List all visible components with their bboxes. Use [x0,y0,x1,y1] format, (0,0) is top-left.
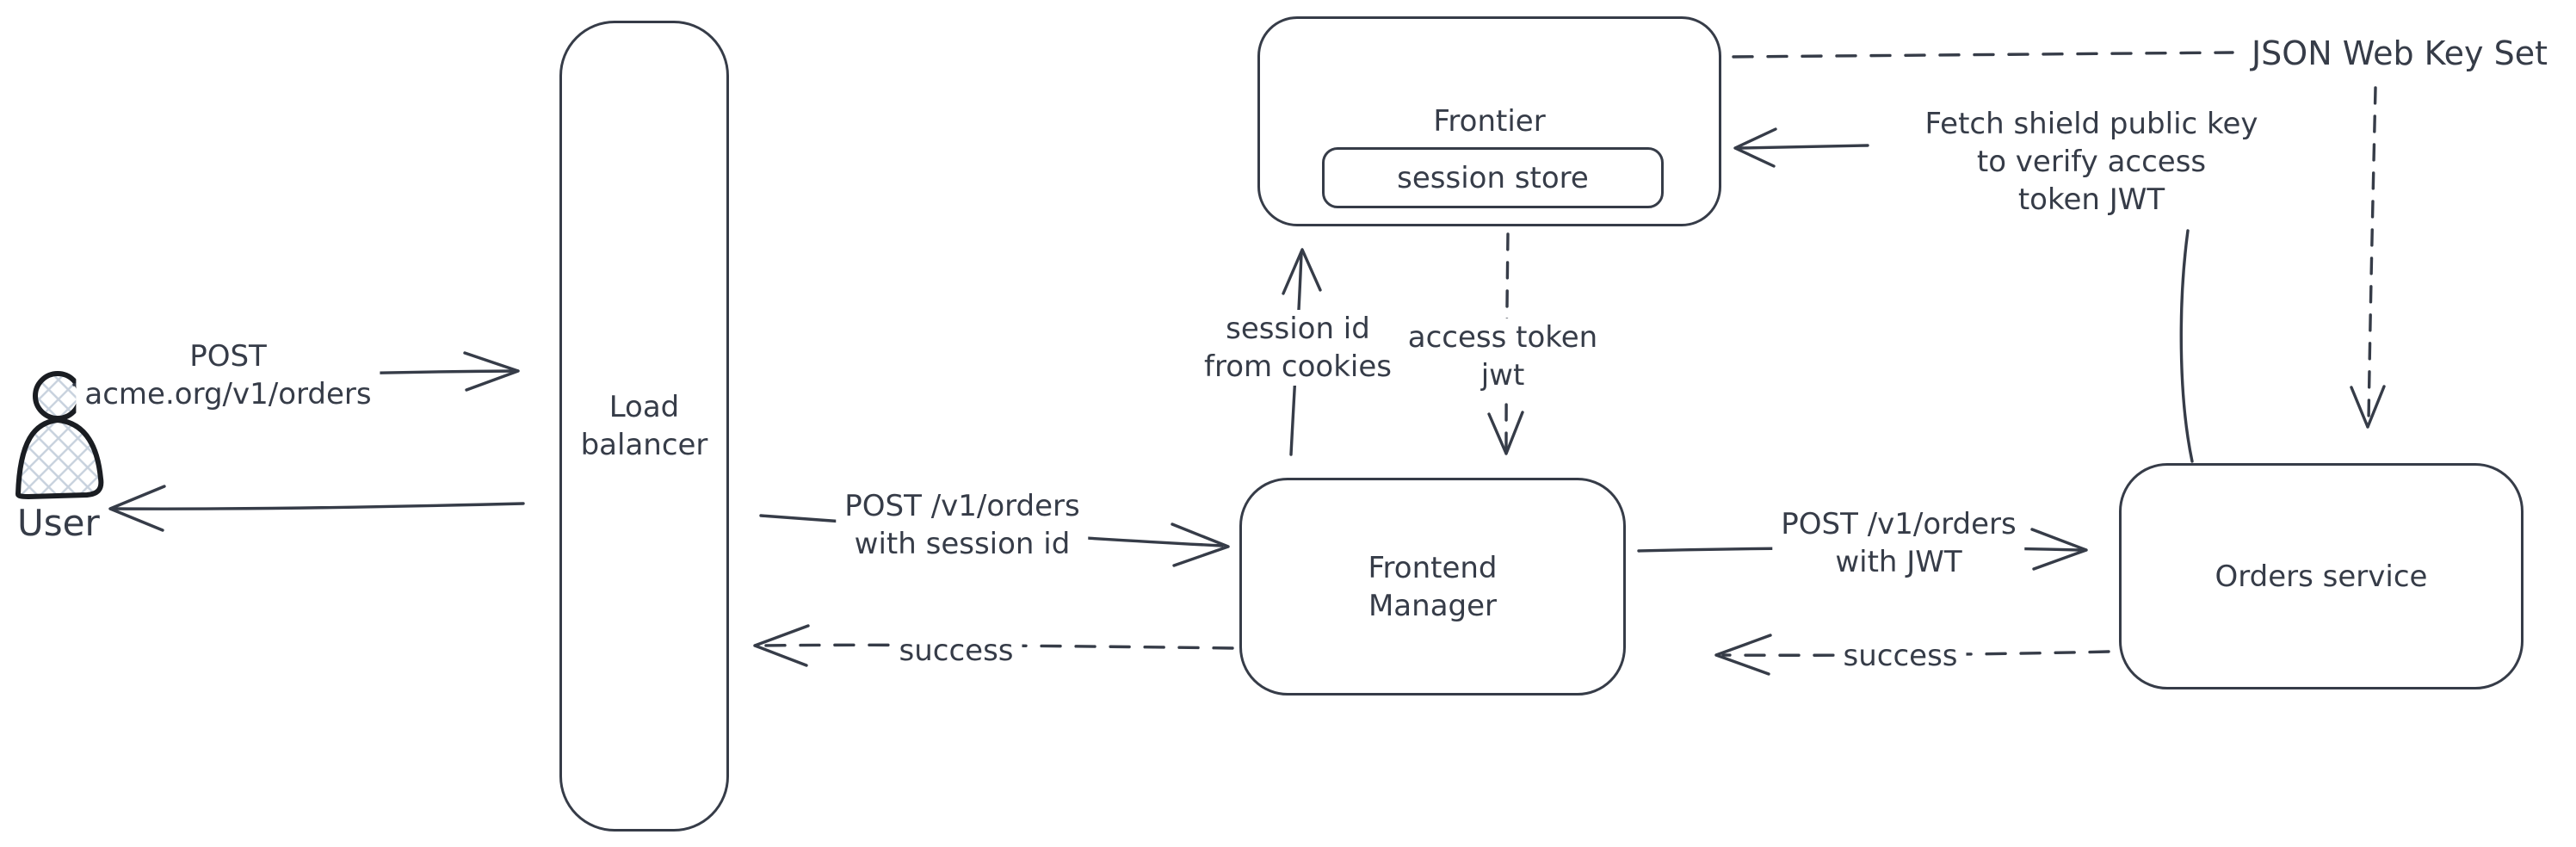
arrow-frontier-jwks-to-orders-service [1732,51,2386,429]
edge-label-success-frontend-manager-to-load-balancer: success [890,632,1022,670]
arrow-orders-service-to-frontier [1733,127,2194,463]
edge-label-json-web-key-set: JSON Web Key Set [2242,34,2557,72]
load-balancer-node: Load balancer [559,21,729,832]
edge-label-fetch-shield-public-key: Fetch shield public key to verify access… [1916,105,2267,219]
user-label: User [17,502,100,544]
load-balancer-label: Load balancer [580,390,708,462]
frontier-label: Frontier [1433,104,1546,139]
edge-label-user-to-load-balancer: POST acme.org/v1/orders [76,337,380,413]
user-person-icon [15,371,104,499]
arrow-frontier-to-frontend-manager [1487,232,1524,455]
frontend-manager-label: Frontend Manager [1368,550,1498,623]
edge-label-load-balancer-to-frontend-manager: POST /v1/orders with session id [836,487,1089,563]
arrow-frontend-manager-to-load-balancer [753,624,1234,667]
edge-label-frontend-manager-to-orders-service: POST /v1/orders with JWT [1772,505,2025,581]
session-store-node: session store [1322,147,1664,208]
session-store-label: session store [1397,160,1589,195]
edge-label-success-orders-service-to-frontend-manager: success [1834,637,1967,675]
edge-label-access-token-jwt: access token jwt [1399,318,1607,394]
frontend-manager-node: Frontend Manager [1239,478,1626,696]
arrow-load-balancer-to-user [108,485,525,532]
orders-service-label: Orders service [2215,559,2428,594]
orders-service-node: Orders service [2119,463,2523,689]
frontier-node: Frontier session store [1257,16,1721,226]
edge-label-session-id-from-cookies: session id from cookies [1195,310,1400,386]
